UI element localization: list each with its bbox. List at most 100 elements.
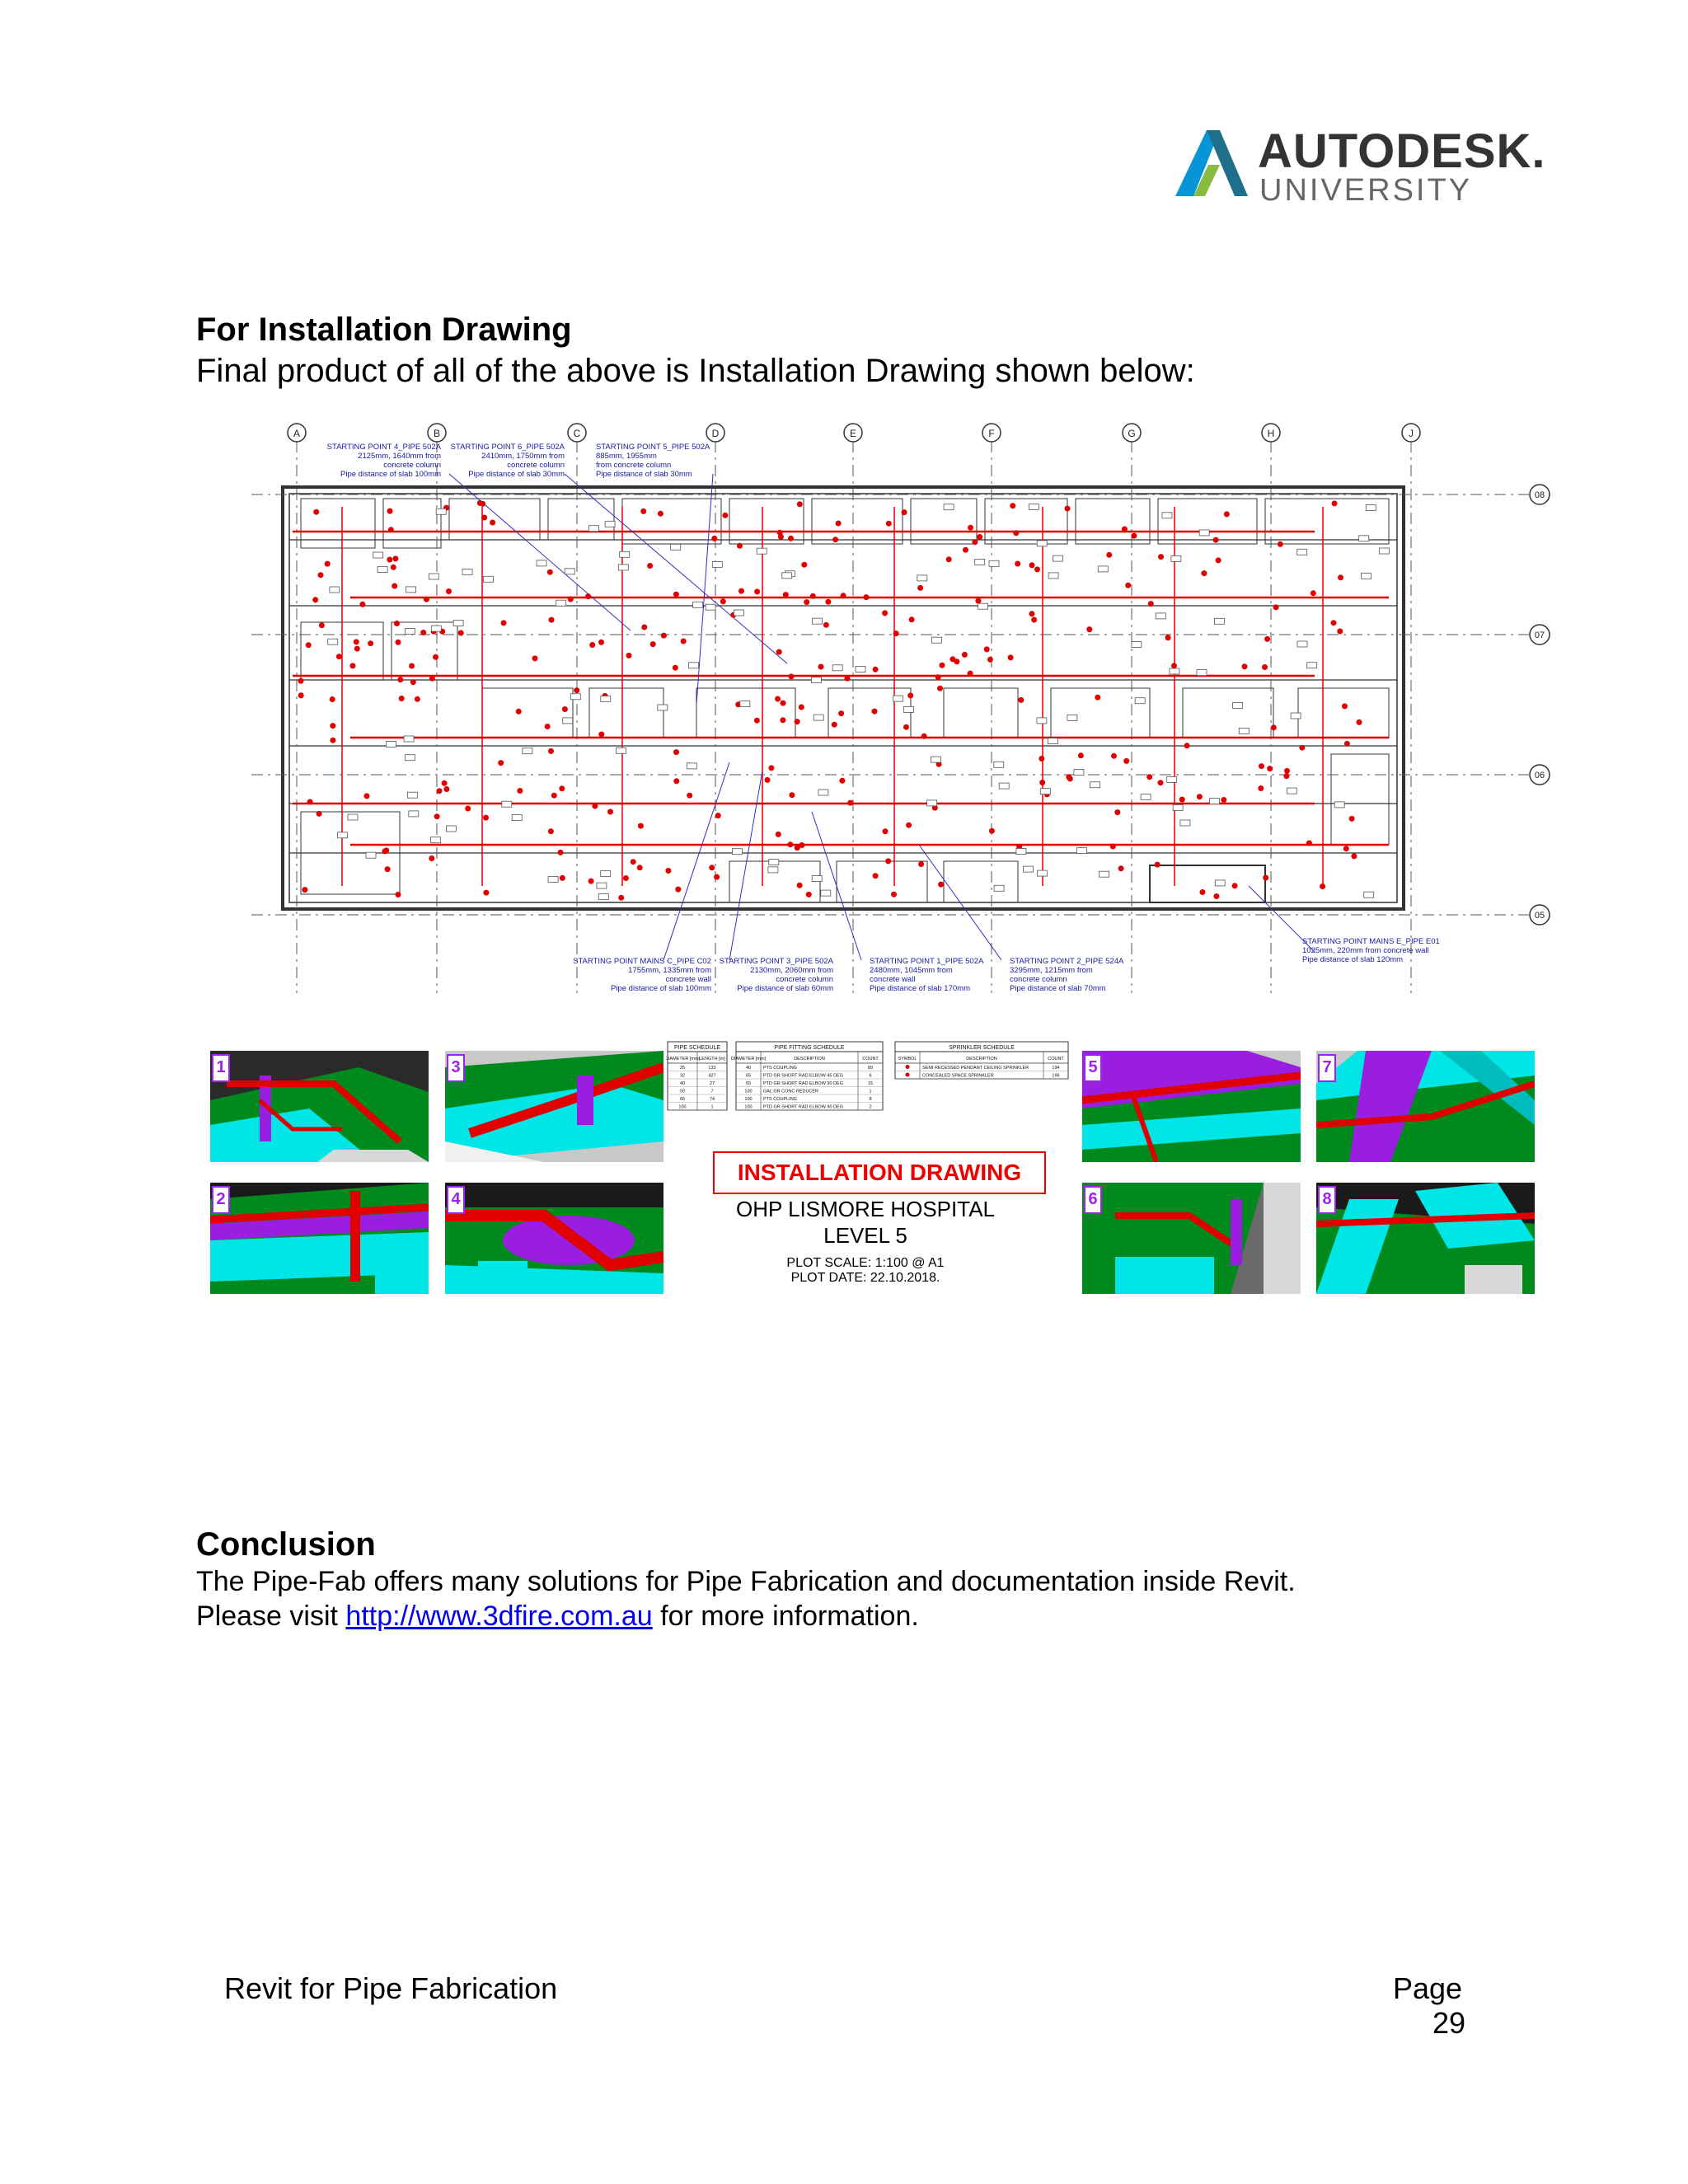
pipe-tag bbox=[430, 625, 442, 632]
pipe-tag bbox=[943, 504, 954, 511]
sprinkler-head bbox=[490, 519, 496, 526]
pipe-tag bbox=[903, 705, 914, 713]
pipe-tag bbox=[405, 628, 415, 635]
sprinkler-head bbox=[368, 640, 374, 647]
sprinkler-head bbox=[775, 696, 781, 702]
sprinkler-head bbox=[395, 892, 401, 898]
pipe-tag bbox=[1039, 788, 1051, 795]
sprinkler-head bbox=[764, 776, 771, 783]
pipe-tag bbox=[1076, 847, 1087, 854]
sprinkler-head bbox=[796, 501, 803, 508]
drawing-note-text: concrete column bbox=[1010, 975, 1067, 984]
sprinkler-head bbox=[329, 696, 335, 702]
pipe-tag bbox=[1023, 865, 1034, 873]
sprinkler-head bbox=[622, 875, 629, 881]
pipe-tag bbox=[692, 601, 703, 608]
sprinkler-head bbox=[312, 597, 319, 603]
sprinkler-head bbox=[921, 733, 927, 739]
schedule-cell: 100 bbox=[744, 1090, 752, 1094]
sprinkler-head bbox=[1039, 756, 1045, 762]
sprinkler-head bbox=[313, 509, 320, 515]
pipe-tag bbox=[1334, 801, 1345, 808]
pipe-tag bbox=[1379, 547, 1390, 555]
pipe-tag bbox=[406, 586, 417, 593]
pipe-tag bbox=[993, 761, 1005, 768]
leader-line bbox=[729, 770, 763, 961]
bim-view-7: 7 bbox=[1316, 1051, 1535, 1162]
pipe-tag bbox=[813, 714, 824, 721]
sprinkler-head bbox=[429, 675, 435, 682]
drawing-note-text: 1755mm, 1335mm from bbox=[628, 966, 711, 975]
pipe-tag bbox=[756, 547, 767, 555]
drawing-note-text: STARTING POINT 4_PIPE 502A bbox=[327, 443, 442, 452]
schedule-cell: 40 bbox=[680, 1081, 685, 1086]
sprinkler-head bbox=[567, 596, 574, 602]
sprinkler-head bbox=[500, 620, 507, 626]
schedule-cell: 50 bbox=[680, 1090, 685, 1094]
sprinkler-head bbox=[987, 656, 993, 663]
sprinkler-head bbox=[483, 889, 490, 896]
footer-document-title: Revit for Pipe Fabrication bbox=[224, 1971, 558, 2005]
drawing-note-text: concrete wall bbox=[666, 975, 711, 984]
schedule-cell: GAL GR CONC REDUCER bbox=[763, 1090, 818, 1094]
sprinkler-head bbox=[722, 512, 729, 518]
pipe-tag bbox=[1209, 798, 1220, 805]
sprinkler-head bbox=[397, 677, 404, 683]
schedule-cell: 25 bbox=[680, 1066, 685, 1071]
pipe-tag bbox=[1099, 870, 1109, 878]
sprinkler-head bbox=[395, 639, 401, 645]
sprinkler-head bbox=[436, 788, 443, 794]
schedule-cell: PTD GR SHORT RAD ELBOW 45 DEG bbox=[763, 1074, 843, 1079]
sprinkler-head bbox=[657, 510, 663, 517]
grid-row-label: 07 bbox=[1535, 630, 1545, 640]
sprinkler-head bbox=[517, 788, 523, 794]
sprinkler-head bbox=[1241, 663, 1248, 670]
sprinkler-head bbox=[302, 887, 308, 893]
pipe-tag bbox=[768, 859, 780, 865]
leader-line bbox=[696, 473, 714, 705]
drawing-note-text: Pipe distance of slab 70mm bbox=[1010, 984, 1106, 993]
pipe-tag bbox=[428, 573, 439, 580]
sprinkler-head bbox=[835, 520, 842, 527]
pipe-tag bbox=[1090, 781, 1100, 789]
sprinkler-head bbox=[305, 642, 312, 649]
drawing-note-text: 3295mm, 1215mm from bbox=[1010, 966, 1093, 975]
sprinkler-head bbox=[515, 708, 522, 715]
sprinkler-head bbox=[825, 598, 832, 605]
bim-view-2: 2 bbox=[210, 1183, 429, 1294]
grid-column-label: H bbox=[1268, 428, 1275, 439]
sprinkler-head bbox=[935, 674, 941, 681]
pipe-tag bbox=[1053, 555, 1063, 562]
pipe-tag bbox=[998, 782, 1010, 790]
sprinkler-head bbox=[863, 594, 870, 601]
pipe-tag bbox=[820, 889, 832, 897]
sprinkler-head bbox=[551, 792, 557, 799]
pipe-tag bbox=[596, 882, 607, 889]
pipe-tag bbox=[1028, 504, 1039, 510]
pipe-tag bbox=[1296, 640, 1308, 648]
sprinkler-head bbox=[387, 556, 393, 563]
schedule-cell: 65 bbox=[680, 1097, 685, 1102]
sprinkler-head bbox=[637, 823, 644, 829]
pipe-tag bbox=[1131, 641, 1142, 648]
bim-view-number: 3 bbox=[447, 1054, 465, 1082]
pipe-tag bbox=[347, 813, 359, 821]
sprinkler-head bbox=[798, 704, 804, 710]
drawing-note-text: Pipe distance of slab 30mm bbox=[468, 470, 565, 479]
schedule-header: SYMBOL bbox=[898, 1057, 917, 1062]
schedule-cell: 100 bbox=[678, 1105, 686, 1110]
drawing-note-text: STARTING POINT 1_PIPE 502A bbox=[870, 957, 984, 966]
drawing-note-text: concrete wall bbox=[870, 975, 915, 984]
sprinkler-head bbox=[738, 588, 744, 594]
drawing-note-text: Pipe distance of slab 170mm bbox=[870, 984, 970, 993]
sprinkler-head bbox=[330, 737, 336, 743]
pipe-tag bbox=[604, 520, 616, 527]
pipe-tag bbox=[734, 609, 744, 616]
schedule-cell: 1 bbox=[710, 1105, 713, 1110]
website-link[interactable]: http://www.3dfire.com.au bbox=[345, 1601, 653, 1632]
pipe-tag bbox=[1214, 617, 1225, 625]
conclusion-line-2: Please visit http://www.3dfire.com.au fo… bbox=[196, 1599, 919, 1633]
grid-bubble bbox=[982, 423, 1001, 443]
sprinkler-head bbox=[387, 508, 393, 514]
sprinkler-head bbox=[363, 793, 370, 799]
